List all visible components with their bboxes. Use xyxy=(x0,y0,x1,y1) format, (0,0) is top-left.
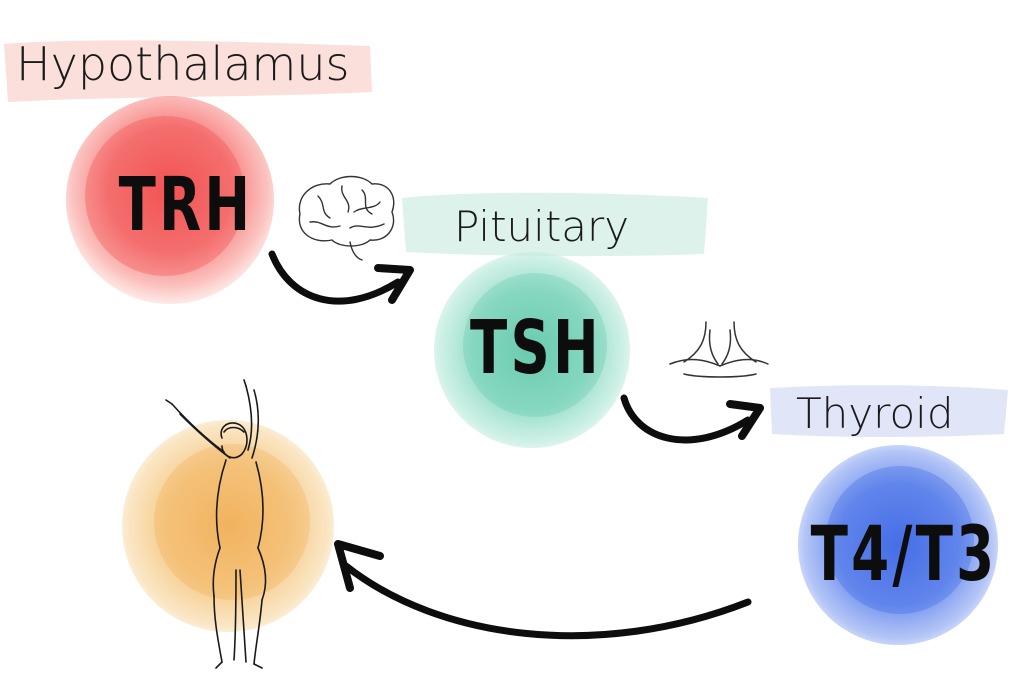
body-circle xyxy=(122,420,334,632)
thyroid-label: Thyroid xyxy=(796,389,954,438)
t4-t3-hormone-label: T4/T3 xyxy=(811,510,998,598)
thyroid-gland-icon xyxy=(669,321,769,378)
brain-icon xyxy=(298,175,395,261)
label-band-thyroid xyxy=(770,385,1008,437)
pituitary-label: Pituitary xyxy=(454,202,629,251)
hypothalamus-label: Hypothalamus xyxy=(16,37,349,91)
arrow-hypothalamus-to-pituitary xyxy=(268,250,414,305)
arrow-pituitary-to-thyroid xyxy=(620,394,764,444)
label-band-pituitary xyxy=(402,192,708,257)
human-figure-icon xyxy=(165,379,267,669)
thyroid-circle xyxy=(798,445,998,645)
arrow-thyroid-to-body xyxy=(334,540,752,640)
hypothalamus-circle xyxy=(66,96,274,304)
trh-hormone-label: TRH xyxy=(119,161,254,247)
label-band-hypothalamus xyxy=(4,40,372,102)
tsh-hormone-label: TSH xyxy=(470,304,602,390)
pituitary-circle xyxy=(434,252,630,448)
